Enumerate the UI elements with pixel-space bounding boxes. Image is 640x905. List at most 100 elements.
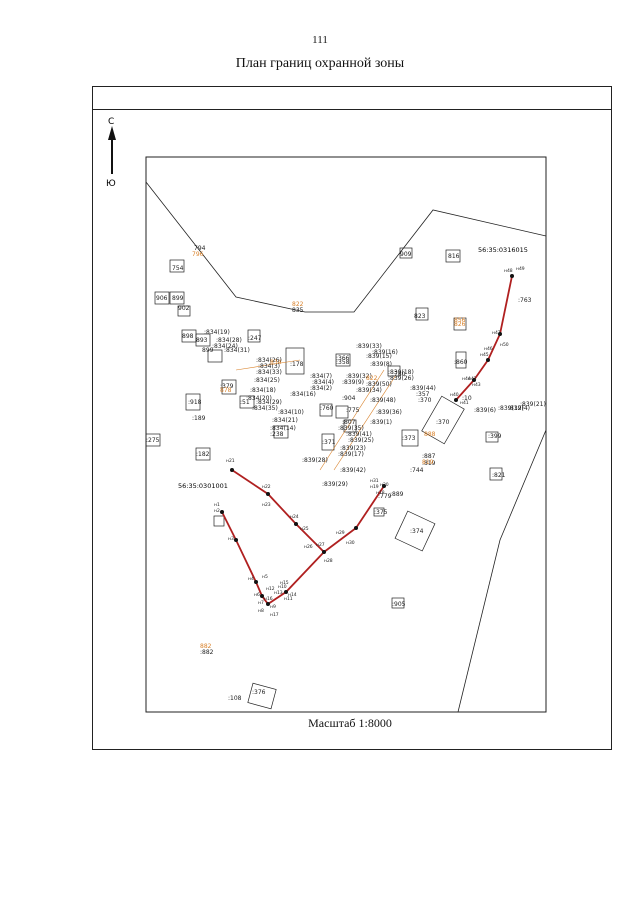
point-label: н27 bbox=[316, 542, 325, 548]
lot-label: :839(23) bbox=[340, 445, 366, 452]
lot-label: :834(18) bbox=[250, 387, 276, 394]
lot-label: :275 bbox=[146, 437, 160, 444]
point-label: н25 bbox=[300, 526, 309, 532]
lot-label: :189 bbox=[192, 415, 206, 422]
point-label: н20 bbox=[380, 482, 389, 488]
point-label: н42 bbox=[468, 376, 477, 382]
point-label: н21 bbox=[226, 458, 235, 464]
point-label: н8 bbox=[258, 608, 264, 614]
lot-label: 835 bbox=[292, 307, 304, 314]
lot-label: :238 bbox=[270, 431, 284, 438]
orange-label: 834 bbox=[270, 359, 282, 366]
lot-label: :834(33) bbox=[256, 369, 282, 376]
point-label: н18 bbox=[376, 490, 385, 496]
document-title: План границ охранной зоны bbox=[235, 56, 405, 71]
lot-label: :839(1) bbox=[370, 419, 392, 426]
point-label: н49 bbox=[516, 266, 525, 272]
lot-label: 906 bbox=[156, 295, 168, 302]
point-label: н50 bbox=[500, 342, 509, 348]
point-label: н30 bbox=[346, 540, 355, 546]
orange-label: 882 bbox=[200, 643, 212, 650]
lot-label: :839(36) bbox=[376, 409, 402, 416]
quarter-label-south: 56:35:0301001 bbox=[178, 482, 228, 490]
lot-label: 909 bbox=[400, 251, 412, 258]
orange-label: 888 bbox=[424, 431, 436, 438]
lot-label: :839(18) bbox=[388, 369, 414, 376]
lot-label: :358 bbox=[336, 359, 350, 366]
lot-label: :882 bbox=[200, 649, 214, 656]
point-label: н47 bbox=[492, 330, 501, 336]
point-label: н2 bbox=[214, 508, 220, 514]
lot-label: :834(24) bbox=[212, 343, 238, 350]
lot-label: :807 bbox=[342, 419, 356, 426]
point-label: н15 bbox=[280, 580, 289, 586]
lot-label: :821 bbox=[492, 472, 506, 479]
point-label: н19 bbox=[370, 484, 379, 490]
lot-label: :839(42) bbox=[340, 467, 366, 474]
lot-label: :247 bbox=[248, 335, 262, 342]
point-label: н29 bbox=[336, 530, 345, 536]
lot-label: :760 bbox=[320, 405, 334, 412]
map-frame bbox=[92, 86, 612, 750]
lot-label: :860 bbox=[454, 359, 468, 366]
lot-label: 893 bbox=[196, 337, 208, 344]
lot-label: :839(48) bbox=[370, 397, 396, 404]
point-label: н5 bbox=[262, 574, 268, 580]
lot-label: :839(9) bbox=[342, 379, 364, 386]
quarter-label-north: 56:35:0316015 bbox=[478, 246, 528, 254]
lot-label: :889 bbox=[390, 491, 404, 498]
lot-label: :182 bbox=[196, 451, 210, 458]
point-label: н10 bbox=[278, 584, 287, 590]
lot-label: :918 bbox=[188, 399, 202, 406]
utility-lines bbox=[235, 359, 397, 471]
lot-label: :10 bbox=[462, 395, 472, 402]
point-label: н16 bbox=[264, 596, 273, 602]
lot-label: :839(15) bbox=[366, 353, 392, 360]
lot-label: :839(8) bbox=[370, 361, 392, 368]
lot-label: 823 bbox=[414, 313, 426, 320]
lot-label: :839(26) bbox=[388, 375, 414, 382]
lot-label: :834(14) bbox=[270, 425, 296, 432]
point-label: н43 bbox=[472, 382, 481, 388]
orange-label: 822 bbox=[292, 301, 304, 308]
lot-label: :839(35) bbox=[338, 425, 364, 432]
lot-label: :905 bbox=[392, 601, 406, 608]
lot-label: :839(25) bbox=[348, 437, 374, 444]
orange-label: 826 bbox=[454, 321, 466, 328]
point-label: н14 bbox=[288, 592, 297, 598]
point-label: н17 bbox=[270, 612, 279, 618]
lot-label: :357 bbox=[416, 391, 430, 398]
lot-label: :51 bbox=[240, 399, 250, 406]
scale-label: Масштаб 1:8000 bbox=[308, 716, 392, 730]
lot-label: 754 bbox=[172, 265, 184, 272]
orange-labels: 796 822 822 834 826 878 882 819 856 888 bbox=[192, 251, 466, 650]
lot-label: :839(16) bbox=[372, 349, 398, 356]
point-label: н4 bbox=[248, 576, 254, 582]
lot-label: :834(21) bbox=[272, 417, 298, 424]
lot-label: :178 bbox=[290, 361, 304, 368]
lot-label: :834(10) bbox=[278, 409, 304, 416]
point-label: н31 bbox=[370, 478, 379, 484]
lot-label: :839(41) bbox=[346, 431, 372, 438]
lot-label: :834(31) bbox=[224, 347, 250, 354]
lot-label: :376 bbox=[252, 689, 266, 696]
lot-label: 902 bbox=[178, 305, 190, 312]
lot-label: :780 bbox=[392, 371, 406, 378]
point-label: н45 bbox=[480, 352, 489, 358]
lot-label: :839(33) bbox=[356, 343, 382, 350]
lot-label: :834(29) bbox=[256, 399, 282, 406]
lot-label: 898 bbox=[182, 333, 194, 340]
point-label: н6 bbox=[254, 592, 260, 598]
lot-label: :839(12) bbox=[498, 405, 524, 412]
lot-label: :904 bbox=[342, 395, 356, 402]
lot-label: 816 bbox=[448, 253, 460, 260]
lot-label: :887 bbox=[422, 453, 436, 460]
orange-label: 819 bbox=[422, 459, 434, 466]
point-label: н40 bbox=[450, 392, 459, 398]
parcel-outlines bbox=[145, 247, 503, 710]
point-label: н24 bbox=[290, 514, 299, 520]
lot-label: :834(26) bbox=[256, 357, 282, 364]
compass-south-label: Ю bbox=[106, 179, 116, 189]
lot-label: :834(16) bbox=[290, 391, 316, 398]
point-labels: н21 н22 н23 н24 н25 н26 н27 н28 н29 н30 … bbox=[214, 266, 525, 618]
